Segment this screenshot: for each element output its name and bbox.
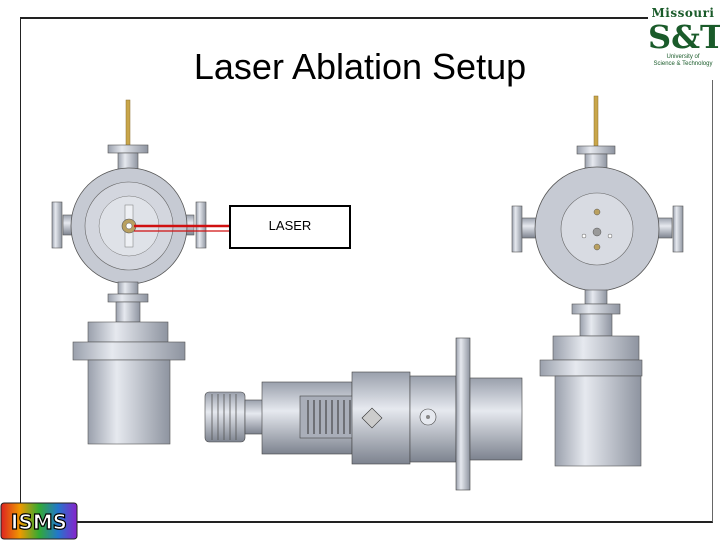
right-chamber [511,95,684,467]
laser-label-box: LASER [229,205,351,249]
right-feedthrough-rod [593,95,599,147]
logo-line-3: University of [666,54,700,60]
logo-line-2: S&T [648,18,720,56]
cross-section-assembly [204,337,523,491]
missouri-st-logo: Missouri S&T University of Science & Tec… [648,4,720,80]
logo-line-1: Missouri [651,6,715,20]
logo-line-4: Science & Technology [653,61,713,67]
slide-title: Laser Ablation Setup [193,46,527,87]
left-chamber [51,99,229,445]
slide-frame [20,17,713,523]
isms-logo: ISMS [0,502,78,540]
isms-logo-text: ISMS [11,510,67,534]
